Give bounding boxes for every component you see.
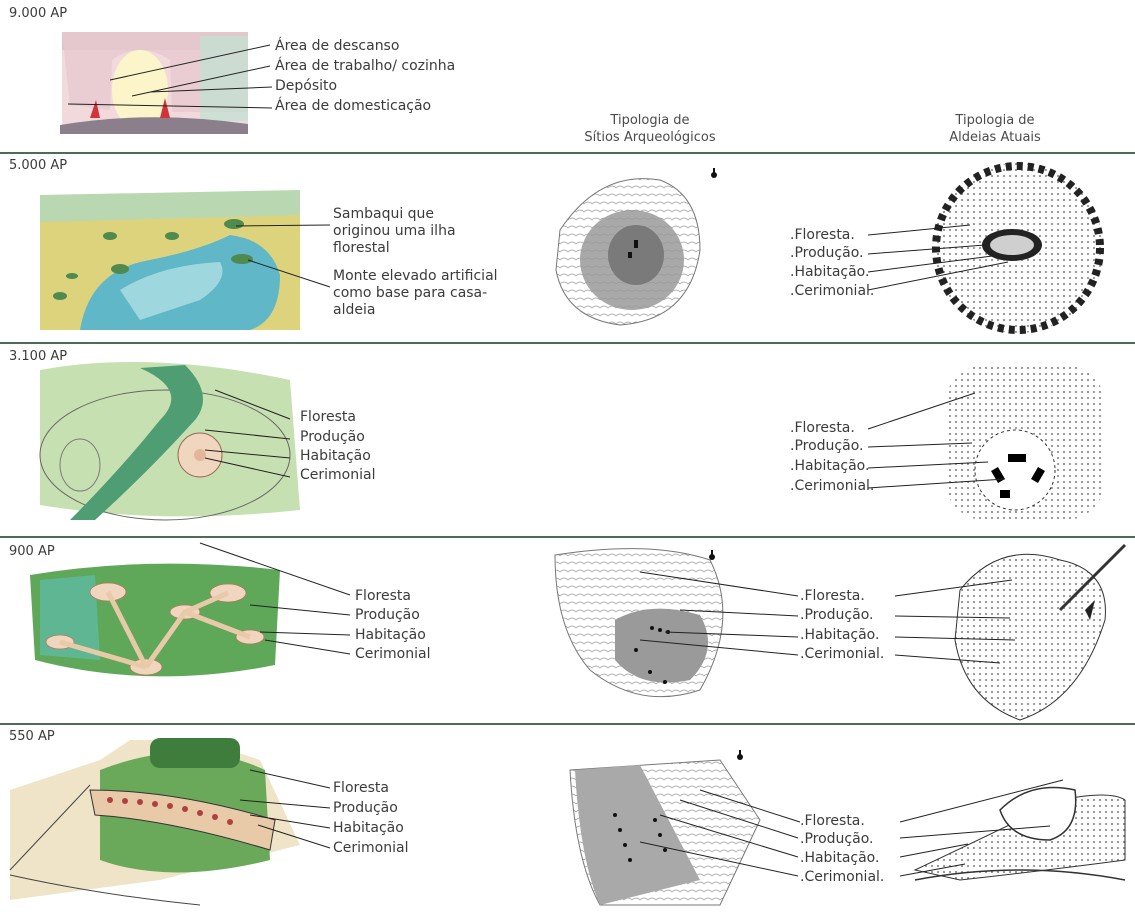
label-habitation: Habitação	[300, 448, 371, 465]
label-ceremonial: Cerimonial	[355, 646, 430, 663]
village-label-forest: .Floresta.	[790, 227, 855, 244]
label-production: Produção	[333, 800, 398, 817]
terrace-illustration	[10, 738, 300, 905]
site-label-habitation: .Habitação.	[800, 850, 879, 867]
site-label-habitation: .Habitação.	[800, 627, 879, 644]
village-label-production: .Produção.	[790, 438, 863, 455]
label-ceremonial: Cerimonial	[333, 840, 408, 857]
label-forest: Floresta	[300, 409, 356, 426]
label-ceremonial: Cerimonial	[300, 467, 375, 484]
village-map-900	[955, 545, 1125, 720]
village-label-ceremonial: .Cerimonial.	[790, 283, 874, 300]
site-label-forest: .Floresta.	[800, 813, 865, 830]
site-map-550	[570, 760, 760, 905]
site-label-ceremonial: .Cerimonial.	[800, 646, 884, 663]
label-habitation: Habitação	[333, 820, 404, 837]
site-label-ceremonial: .Cerimonial.	[800, 869, 884, 886]
site-map-5000	[556, 179, 700, 325]
label-domestication-area: Área de domesticação	[275, 98, 431, 115]
site-label-production: .Produção.	[800, 831, 873, 848]
label-production: Produção	[355, 607, 420, 624]
label-forest: Floresta	[333, 780, 389, 797]
clearing-network-illustration	[30, 564, 280, 677]
site-label-forest: .Floresta.	[800, 588, 865, 605]
label-raised-mound: Monte elevado artificial como base para …	[333, 268, 523, 319]
site-label-production: .Produção.	[800, 607, 873, 624]
village-label-forest: .Floresta.	[790, 420, 855, 437]
label-sambaqui: Sambaqui que originou uma ilha florestal	[333, 206, 483, 257]
cave-illustration	[60, 32, 248, 134]
label-work-kitchen-area: Área de trabalho/ cozinha	[275, 58, 455, 75]
label-habitation: Habitação	[355, 627, 426, 644]
village-map-550	[915, 788, 1125, 881]
sambaqui-illustration	[40, 190, 300, 330]
site-map-900	[555, 549, 723, 697]
north-arrow-icon	[711, 168, 717, 178]
forest-clearing-illustration	[40, 362, 300, 520]
north-arrow-icon	[737, 750, 743, 760]
village-label-habitation: .Habitação.	[790, 458, 869, 475]
label-deposit: Depósito	[275, 78, 337, 95]
label-rest-area: Área de descanso	[275, 38, 399, 55]
village-map-3100	[945, 365, 1105, 520]
village-map-5000	[933, 163, 1103, 333]
village-label-ceremonial: .Cerimonial.	[790, 478, 874, 495]
label-forest: Floresta	[355, 588, 411, 605]
north-arrow-icon	[709, 550, 715, 560]
village-label-habitation: .Habitação.	[790, 264, 869, 281]
label-production: Produção	[300, 429, 365, 446]
village-label-production: .Produção.	[790, 245, 863, 262]
